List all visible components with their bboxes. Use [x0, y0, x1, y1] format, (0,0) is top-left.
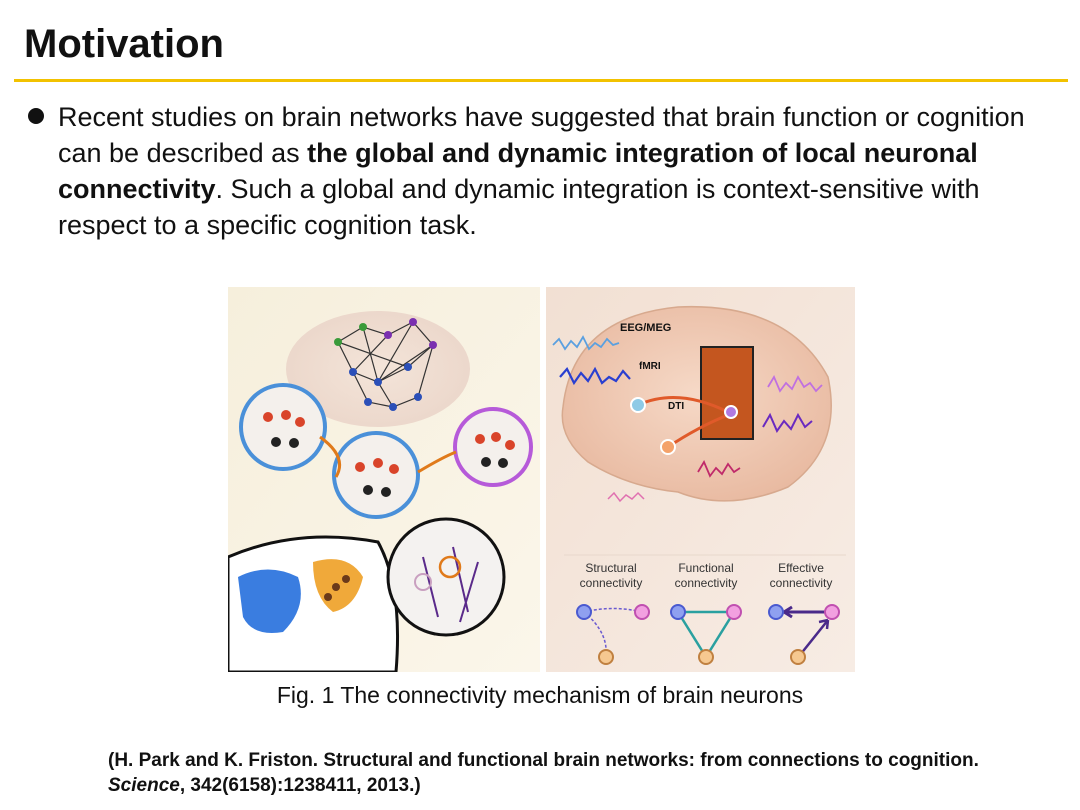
right-panel: EEG/MEG fMRI DTI Structural connectivity… [546, 287, 855, 672]
magenta-signal [697, 460, 741, 478]
column-circle-left [239, 383, 327, 471]
purple-signal [767, 375, 823, 393]
functional-label-1: Functional [678, 561, 733, 575]
figure-caption: Fig. 1 The connectivity mechanism of bra… [276, 682, 804, 708]
column-circle-right [453, 407, 533, 487]
synapse-illustration [228, 535, 399, 672]
effective-label-1: Effective [778, 561, 824, 575]
neuron-circle [386, 517, 506, 637]
slide-title: Motivation [24, 22, 224, 66]
structural-label-1: Structural [585, 561, 636, 575]
label-eeg-meg: EEG/MEG [620, 322, 671, 334]
structural-label-2: connectivity [580, 576, 643, 590]
violet-signal [762, 412, 813, 434]
fmri-region [700, 346, 754, 440]
node-blue [630, 397, 646, 413]
bullet-text: Recent studies on brain networks have su… [58, 99, 1048, 243]
functional-diagram [670, 604, 742, 665]
column-circle-center [332, 431, 420, 519]
right-brain-illustration [561, 305, 832, 502]
fmri-signal [559, 366, 631, 386]
effective-diagram [768, 604, 840, 665]
bullet-text-bold: the global and dynamic integration of lo… [58, 138, 978, 204]
reference-part-2: , 342(6158):1238411, 2013.) [179, 775, 421, 796]
node-purple [724, 405, 738, 419]
label-dti: DTI [668, 401, 684, 412]
left-panel [228, 287, 540, 672]
pink-signal [607, 491, 645, 503]
reference-journal: Science [108, 775, 180, 796]
bullet-text-part-2: . Such a global and dynamic integration … [58, 174, 980, 240]
column-connection [319, 435, 457, 478]
reference-part-1: (H. Park and K. Friston. Structural and … [108, 750, 979, 771]
eeg-signal [552, 335, 620, 351]
bullet-text-part-1: Recent studies on brain networks have su… [58, 102, 1025, 168]
effective-label-2: connectivity [770, 576, 833, 590]
connectivity-legend: Structural connectivity Functional conne… [564, 554, 846, 665]
bullet-dot [28, 108, 44, 124]
structural-diagram [576, 604, 650, 665]
label-fmri: fMRI [639, 361, 661, 372]
network-nodes [334, 318, 437, 411]
brain-connectivity-figure: EEG/MEG fMRI DTI Structural connectivity… [228, 287, 855, 672]
reference-citation: (H. Park and K. Friston. Structural and … [108, 748, 1038, 798]
left-brain-illustration [286, 311, 470, 427]
functional-label-2: connectivity [675, 576, 738, 590]
node-orange [660, 439, 676, 455]
title-underline [14, 79, 1068, 82]
